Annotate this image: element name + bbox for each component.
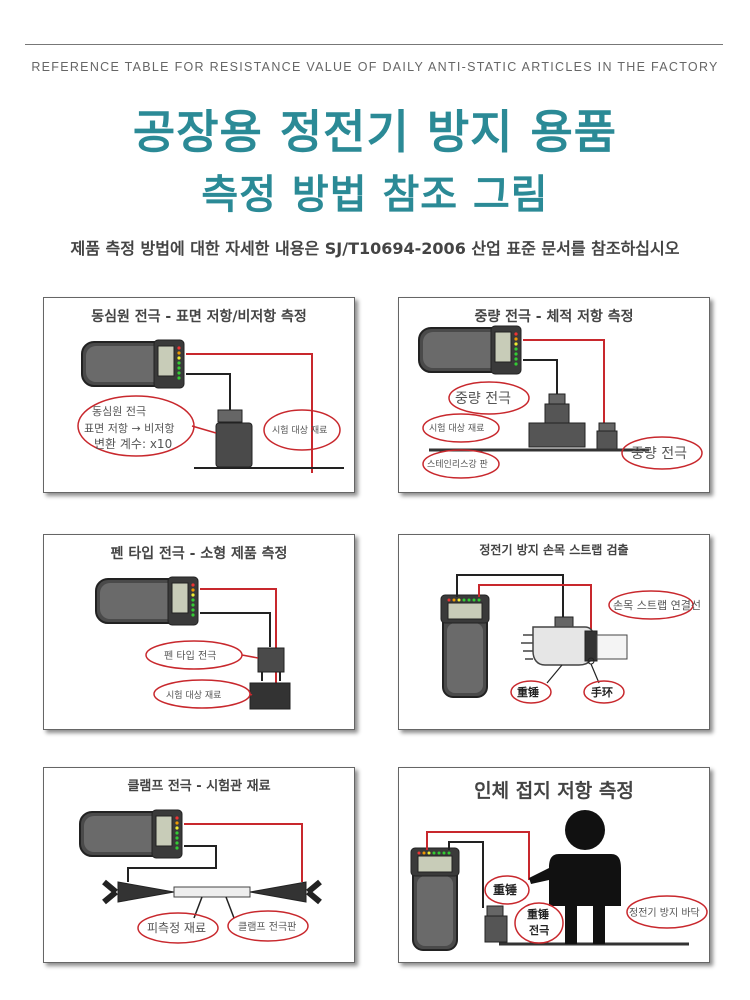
label-weight-2: 중량 전극 [631, 446, 687, 462]
black-wire [186, 373, 231, 413]
label-plate: 스테인리스강 판 [427, 459, 488, 470]
label-ring: 手环 [591, 685, 613, 699]
black-wire [127, 845, 217, 882]
wrist-strap-icon [584, 630, 598, 662]
test-sample-block [528, 422, 586, 448]
resistance-meter-icon [440, 594, 490, 698]
wrist-strap-diagram: 손목 스트랩 연결선 重锤 手环 [440, 574, 701, 704]
resistance-meter-icon [81, 339, 185, 389]
callout-bubble [137, 912, 219, 944]
label-sample: 시험 대상 재료 [272, 425, 327, 436]
label-hammer-2a: 重锤 [527, 907, 549, 921]
label-strap: 손목 스트랩 연결선 [613, 599, 701, 612]
panel-title: 인체 접지 저항 측정 [474, 780, 634, 802]
red-wire [426, 831, 530, 880]
panel-human-ground: 인체 접지 저항 측정 重锤 重锤 전극 정전기 방지 바닥 [398, 767, 710, 963]
callout-bubble [484, 875, 530, 905]
panel-title: 동심원 전극 - 표면 저항/비저항 측정 [91, 309, 307, 325]
pen-electrode-icon [257, 647, 285, 673]
callout-bubble [626, 895, 708, 929]
label-sample: 시험 대상 재료 [429, 423, 484, 434]
resistance-meter-icon [410, 847, 460, 951]
label-hammer-2b: 전극 [529, 923, 549, 937]
main-title-line-1: 공장용 정전기 방지 용품 [132, 105, 618, 159]
label-clamp: 클램프 전극판 [238, 921, 296, 933]
human-ground-diagram: 重锤 重锤 전극 정전기 방지 바닥 [410, 810, 708, 951]
concentric-electrode-diagram: 동심원 전극 표면 저항 → 비저항 변환 계수: x10 시험 대상 재료 [77, 339, 344, 473]
english-subtitle: REFERENCE TABLE FOR RESISTANCE VALUE OF … [31, 60, 719, 74]
callout-bubble [510, 680, 552, 704]
red-wire [184, 823, 303, 882]
resistance-meter-icon [79, 809, 183, 859]
clamp-right-icon [249, 881, 307, 903]
weight-electrode-icon [596, 430, 618, 450]
panel-title: 클램프 전극 - 시험관 재료 [127, 779, 271, 794]
callout-bubble [448, 381, 530, 415]
red-wire [523, 339, 605, 423]
callout-bubble [422, 449, 500, 479]
callout-bubble [608, 590, 694, 620]
black-wire [523, 359, 558, 398]
label-weight-1: 중량 전극 [455, 391, 511, 407]
panel-weight-electrode: 중량 전극 - 체적 저항 측정 중량 전극 시험 대상 재료 스테인리스강 판… [398, 297, 710, 493]
panel-title: 펜 타입 전극 - 소형 제품 측정 [110, 546, 288, 562]
weight-electrode-icon [544, 403, 570, 425]
human-silhouette-icon [529, 810, 621, 944]
label-factor: 변환 계수: x10 [94, 437, 172, 451]
test-sample-block [249, 682, 291, 710]
panel-title: 정전기 방지 손목 스트랩 검출 [479, 543, 629, 557]
callout-bubble [583, 680, 625, 704]
weight-electrode-icon [484, 915, 508, 943]
panel-concentric-electrode: 동심원 전극 - 표면 저항/비저항 측정 동심원 전극 표면 저항 → 비저항… [43, 297, 355, 493]
top-rule [25, 44, 723, 45]
panel-clamp-electrode: 클램프 전극 - 시험관 재료 피측정 재료 클램프 전극판 [43, 767, 355, 963]
callout-bubble [621, 436, 703, 470]
panel-pen-electrode: 펜 타입 전극 - 소형 제품 측정 펜 타입 전극 시험 대상 재료 [43, 534, 355, 730]
connector-icon [217, 409, 243, 423]
label-pen: 펜 타입 전극 [164, 649, 216, 662]
resistance-meter-icon [95, 576, 199, 626]
callout-bubble [422, 413, 500, 443]
label-hammer: 重锤 [517, 685, 539, 699]
black-wire [200, 612, 271, 647]
label-hammer-1: 重锤 [493, 882, 517, 897]
label-sample: 시험 대상 재료 [166, 690, 221, 701]
pen-electrode-diagram: 펜 타입 전극 시험 대상 재료 [95, 576, 291, 710]
callout-bubble [227, 910, 309, 942]
panel-wrist-strap: 정전기 방지 손목 스트랩 검출 손목 스트랩 연결선 重锤 手环 [398, 534, 710, 730]
clamp-left-icon [117, 881, 175, 903]
callout-bubble [514, 902, 564, 944]
black-wire [456, 574, 564, 617]
resistance-meter-icon [418, 325, 522, 375]
label-measured: 피측정 재료 [147, 921, 206, 935]
label-floor: 정전기 방지 바닥 [629, 907, 700, 919]
weight-electrode-diagram: 중량 전극 시험 대상 재료 스테인리스강 판 중량 전극 [418, 325, 703, 479]
main-title-line-2: 측정 방법 참조 그림 [201, 172, 549, 218]
standard-note: 제품 측정 방법에 대한 자세한 내용은 SJ/T10694-2006 산업 표… [70, 239, 680, 258]
label-electrode: 동심원 전극 [92, 405, 146, 418]
panel-title: 중량 전극 - 체적 저항 측정 [474, 309, 634, 325]
red-wire [478, 584, 592, 631]
red-wire [186, 353, 313, 473]
test-tube-material [173, 886, 251, 898]
callout-bubble [263, 409, 341, 451]
black-wire [448, 841, 484, 908]
clamp-electrode-diagram: 피측정 재료 클램프 전극판 [79, 809, 322, 944]
concentric-electrode-icon [215, 422, 253, 468]
label-surface: 표면 저항 → 비저항 [84, 422, 175, 435]
